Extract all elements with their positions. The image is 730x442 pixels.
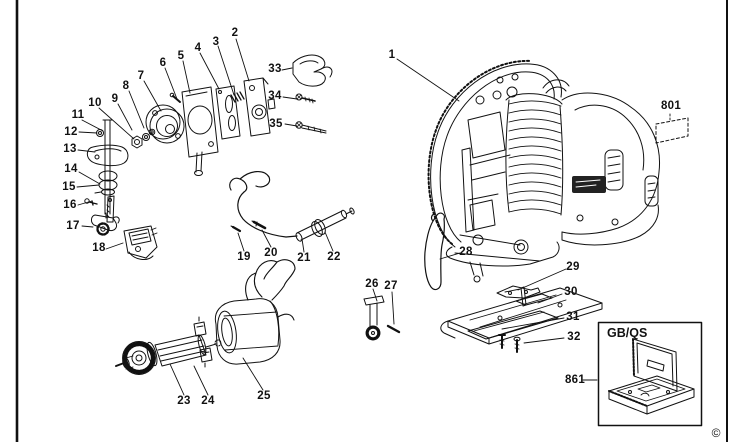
part-label-4: 4 <box>194 42 202 54</box>
part-801-nameplate <box>655 117 689 144</box>
part-label-21: 21 <box>297 252 311 264</box>
part-label-1: 1 <box>388 49 396 61</box>
part-33-clamp-lever <box>292 54 333 87</box>
part-label-5: 5 <box>177 50 185 62</box>
part-label-7: 7 <box>137 70 145 82</box>
part-27-pin <box>386 324 401 334</box>
part-label-28: 28 <box>459 246 473 258</box>
part-8-washer <box>148 128 156 136</box>
part-label-2: 2 <box>231 27 239 39</box>
part-label-861: 861 <box>564 374 586 386</box>
part-label-19: 19 <box>237 251 251 263</box>
part-label-3: 3 <box>212 36 220 48</box>
kitbox-variant-label: GB/QS <box>607 326 648 340</box>
brand-logo-patch <box>572 176 606 193</box>
part-861-kitbox <box>597 321 703 427</box>
gbqs-box-frame <box>597 321 703 427</box>
part-10-nut <box>131 135 143 149</box>
part-label-8: 8 <box>122 80 130 92</box>
part-15-clip <box>94 188 115 196</box>
part-label-11: 11 <box>71 109 85 121</box>
part-label-9: 9 <box>111 93 119 105</box>
part-13-counterweight <box>86 144 129 167</box>
part-label-10: 10 <box>88 97 102 109</box>
part-1-jigsaw-body <box>427 59 661 283</box>
part-30-shoe-plate <box>440 286 603 345</box>
part-label-33: 33 <box>268 63 282 75</box>
part-label-12: 12 <box>64 126 78 138</box>
part-24-brush-boxes <box>193 316 213 368</box>
part-label-6: 6 <box>159 57 167 69</box>
part-label-30: 30 <box>564 286 578 298</box>
part-label-23: 23 <box>177 395 191 407</box>
part-34-screw <box>295 93 316 104</box>
part-25-field-stator <box>214 259 296 365</box>
part-label-20: 20 <box>264 247 278 259</box>
part-3-spring <box>230 91 245 103</box>
part-26-roller-lever <box>363 295 385 341</box>
part-32-screws <box>498 334 521 353</box>
part-label-22: 22 <box>327 251 341 263</box>
part-label-31: 31 <box>566 311 580 323</box>
part-label-35: 35 <box>269 118 283 130</box>
part-label-801: 801 <box>660 100 682 112</box>
part-label-32: 32 <box>567 331 581 343</box>
page-border-lines <box>15 0 728 442</box>
part-label-24: 24 <box>201 395 215 407</box>
part-14-rings <box>98 170 118 191</box>
part-label-15: 15 <box>62 181 76 193</box>
part-17-roller-bracket <box>91 212 120 236</box>
part-22-plunger <box>295 207 355 242</box>
part-9-washer <box>142 133 150 141</box>
part-label-17: 17 <box>66 220 80 232</box>
callout-leader-lines <box>76 38 671 396</box>
part-19-pin <box>230 225 242 233</box>
part-label-16: 16 <box>63 199 77 211</box>
part-4-slotted-plate <box>215 85 241 140</box>
part-label-14: 14 <box>64 163 78 175</box>
part-label-18: 18 <box>92 242 106 254</box>
copyright-symbol: © <box>711 426 721 440</box>
part-label-13: 13 <box>63 143 77 155</box>
part-6-pin <box>169 92 181 103</box>
part-18-switch <box>123 225 158 260</box>
part-21-guide-rod <box>229 171 298 238</box>
part-12-ring <box>96 129 104 137</box>
part-5-gear-plate <box>181 86 219 176</box>
part-31-insert-plate <box>467 310 559 340</box>
part-28-wire-guard <box>424 212 445 291</box>
part-16-screw <box>84 198 98 206</box>
part-7-bearing-plate <box>145 104 185 144</box>
part-label-34: 34 <box>268 90 282 102</box>
part-label-27: 27 <box>384 280 398 292</box>
part-label-29: 29 <box>566 261 580 273</box>
part-2-end-plate <box>243 77 276 137</box>
part-29-clamp-plate <box>496 285 541 299</box>
part-label-26: 26 <box>365 278 379 290</box>
saw-blade <box>106 195 115 223</box>
part-35-screw <box>295 121 327 134</box>
part-23-armature <box>115 334 222 375</box>
part-20-pin <box>251 220 267 230</box>
part-label-25: 25 <box>257 390 271 402</box>
